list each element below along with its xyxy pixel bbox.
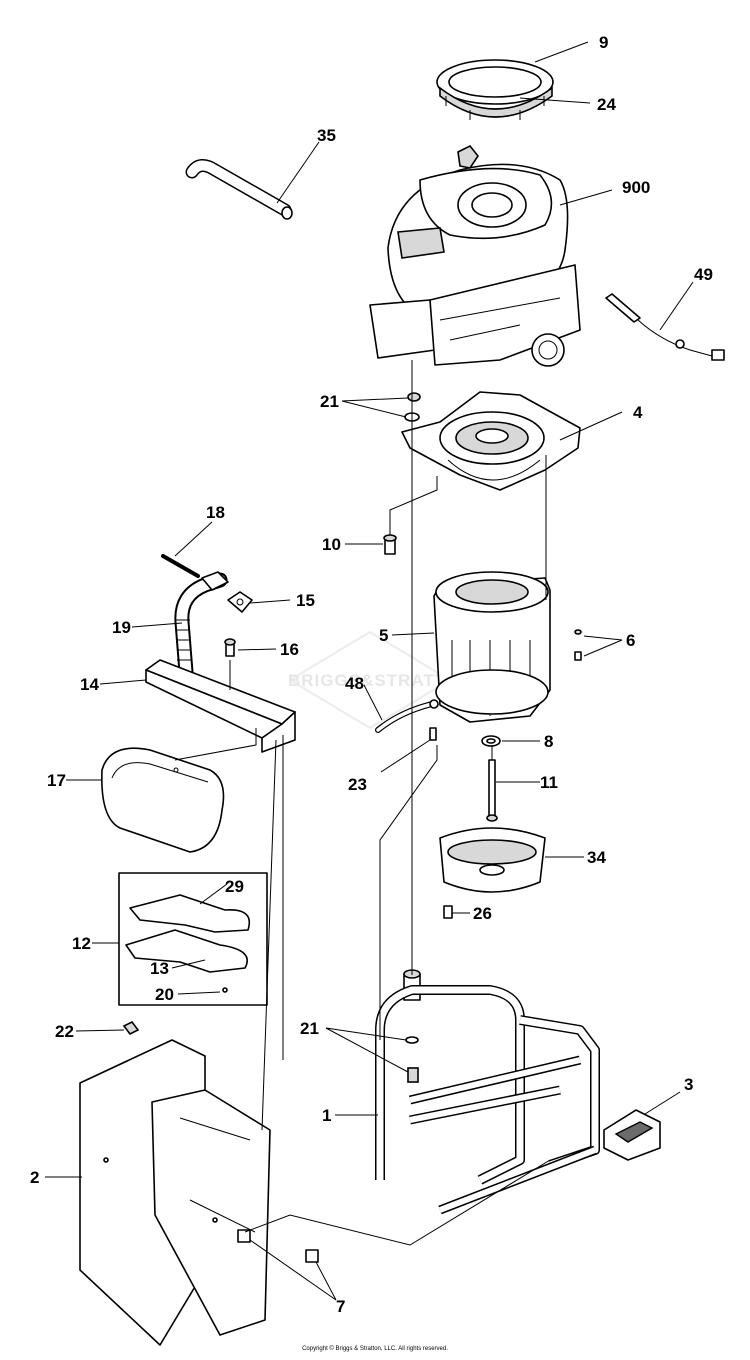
callout-2: 2 bbox=[30, 1168, 39, 1187]
callout-7: 7 bbox=[336, 1297, 345, 1316]
callout-49: 49 bbox=[694, 265, 713, 284]
callout-5: 5 bbox=[379, 626, 388, 645]
part-15-gasket[interactable] bbox=[227, 591, 253, 613]
callout-13: 13 bbox=[150, 959, 169, 978]
part-12-heat-shield-kit[interactable] bbox=[118, 872, 268, 1006]
callout-19: 19 bbox=[112, 618, 131, 637]
part-9-filter-ring[interactable] bbox=[436, 59, 554, 120]
part-1-frame[interactable] bbox=[375, 985, 600, 1215]
copyright-notice: Copyright © Briggs & Stratton, LLC. All … bbox=[302, 1346, 448, 1352]
callout-4: 4 bbox=[633, 403, 643, 422]
callout-21-upper: 21 bbox=[320, 392, 339, 411]
callout-18: 18 bbox=[206, 503, 225, 522]
callout-35: 35 bbox=[317, 126, 336, 145]
callout-16: 16 bbox=[280, 640, 299, 659]
part-7-screws[interactable] bbox=[237, 1229, 319, 1263]
part-49-sensor-lead[interactable] bbox=[605, 293, 725, 361]
callout-14: 14 bbox=[80, 675, 99, 694]
part-18-bolt[interactable] bbox=[161, 554, 200, 578]
part-23-bolt[interactable] bbox=[429, 727, 437, 741]
callout-9: 9 bbox=[599, 33, 608, 52]
part-16-bolt[interactable] bbox=[224, 638, 236, 657]
part-34-end-cover[interactable] bbox=[439, 827, 546, 893]
watermark-text: BRIGGS&STRATTON bbox=[288, 671, 473, 690]
callout-26: 26 bbox=[473, 904, 492, 923]
part-11-through-bolt[interactable] bbox=[486, 759, 498, 822]
callout-34: 34 bbox=[587, 848, 606, 867]
part-19-exhaust-pipe[interactable] bbox=[174, 571, 229, 680]
callout-numbers: 9 24 35 900 49 21 4 18 10 15 19 5 6 16 1… bbox=[30, 33, 713, 1316]
part-6-screws[interactable] bbox=[574, 629, 582, 661]
part-8-washer[interactable] bbox=[481, 735, 501, 747]
part-10-bolt[interactable] bbox=[383, 534, 397, 555]
callout-24: 24 bbox=[597, 95, 616, 114]
part-2-side-shield[interactable] bbox=[79, 1039, 271, 1346]
part-22-nut[interactable] bbox=[122, 1020, 140, 1036]
callout-leaders bbox=[45, 41, 694, 1301]
callout-11: 11 bbox=[540, 773, 558, 792]
callout-900: 900 bbox=[622, 178, 650, 197]
part-35-breather-hose[interactable] bbox=[185, 159, 293, 220]
callout-21-lower: 21 bbox=[300, 1019, 319, 1038]
callout-23: 23 bbox=[348, 775, 367, 794]
part-17-muffler[interactable] bbox=[101, 747, 225, 853]
callout-8: 8 bbox=[544, 732, 553, 751]
callout-6: 6 bbox=[626, 631, 635, 650]
callout-1: 1 bbox=[322, 1106, 331, 1125]
assembly-lines bbox=[174, 360, 551, 1246]
part-4-engine-adapter[interactable] bbox=[401, 391, 581, 491]
part-5-stator[interactable] bbox=[433, 571, 551, 723]
part-900-engine[interactable] bbox=[369, 144, 581, 367]
part-48-lead-wire[interactable] bbox=[375, 699, 439, 733]
callout-29: 29 bbox=[225, 877, 244, 896]
callout-17: 17 bbox=[47, 771, 66, 790]
part-3-rubber-foot[interactable] bbox=[603, 1109, 661, 1161]
callout-22: 22 bbox=[55, 1022, 74, 1041]
callout-15: 15 bbox=[296, 591, 315, 610]
part-14-muffler-bracket[interactable] bbox=[145, 659, 296, 753]
callout-10: 10 bbox=[322, 535, 341, 554]
callout-48: 48 bbox=[345, 674, 364, 693]
callout-20: 20 bbox=[155, 985, 174, 1004]
callout-3: 3 bbox=[684, 1075, 693, 1094]
part-26-screw[interactable] bbox=[443, 905, 453, 919]
callout-12: 12 bbox=[72, 934, 91, 953]
